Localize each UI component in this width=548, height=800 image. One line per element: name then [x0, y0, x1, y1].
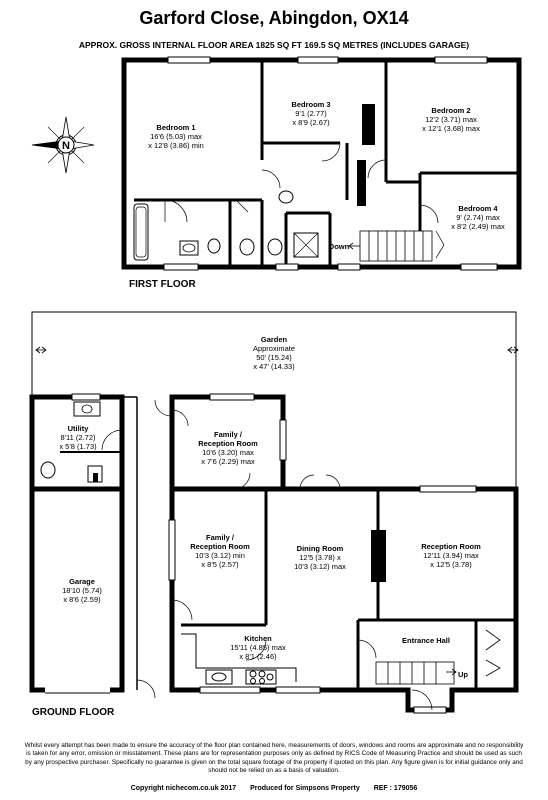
family-room-2-dim-1: 10'3 (3.12) min: [195, 551, 245, 560]
family-room-1-name: Family /: [214, 430, 243, 439]
dining-room-dim-2: 10'3 (3.12) max: [294, 562, 346, 571]
footer-ref: REF : 179056: [373, 785, 418, 792]
stairs-up-label: Up: [458, 670, 468, 679]
bedroom-4-dim-1: 9' (2.74) max: [456, 213, 500, 222]
ground-floor-label: GROUND FLOOR: [32, 707, 115, 718]
bedroom-3-dim-1: 9'1 (2.77): [295, 109, 327, 118]
garden-dim-2: 50' (15.24): [256, 353, 292, 362]
footer-produced: Produced for Simpsons Property: [250, 785, 360, 792]
dining-room-dim-1: 12'5 (3.78) x: [299, 553, 341, 562]
reception-room-dim-2: x 12'5 (3.78): [430, 560, 472, 569]
kitchen-dim-2: x 8'1 (2.46): [239, 652, 277, 661]
first-floor-plan: [121, 56, 522, 271]
family-room-2-dim-2: x 8'5 (2.57): [201, 560, 239, 569]
garden-dim-3: x 47' (14.33): [253, 362, 295, 371]
bedroom-3-name: Bedroom 3: [291, 100, 330, 109]
bedroom-1-dim-1: 16'6 (5.03) max: [150, 132, 202, 141]
garden-dim-1: Approximate: [253, 344, 295, 353]
ground-floor-plan: [29, 311, 519, 714]
dining-room-name: Dining Room: [297, 544, 344, 553]
plan-title: Garford Close, Abingdon, OX14: [139, 8, 409, 28]
floor-area-subtitle: APPROX. GROSS INTERNAL FLOOR AREA 1825 S…: [78, 40, 470, 50]
bedroom-3-dim-2: x 8'9 (2.67): [292, 118, 330, 127]
bedroom-1-name: Bedroom 1: [156, 123, 195, 132]
bedroom-4-name: Bedroom 4: [458, 204, 498, 213]
garden-name: Garden: [261, 335, 288, 344]
bedroom-4-dim-2: x 8'2 (2.49) max: [451, 222, 505, 231]
garage-dim-1: 18'10 (5.74): [62, 586, 102, 595]
disclaimer-text: Whilst every attempt has been made to en…: [24, 742, 524, 774]
kitchen-dim-1: 15'11 (4.85) max: [230, 643, 286, 652]
kitchen-name: Kitchen: [244, 634, 272, 643]
reception-room-name: Reception Room: [421, 542, 481, 551]
bedroom-2-dim-1: 12'2 (3.71) max: [425, 115, 477, 124]
family-room-2-name-2: Reception Room: [190, 542, 250, 551]
utility-name: Utility: [68, 424, 90, 433]
bedroom-2-name: Bedroom 2: [431, 106, 470, 115]
first-floor-label: FIRST FLOOR: [129, 279, 196, 290]
reception-room-dim-1: 12'11 (3.94) max: [423, 551, 479, 560]
garage-name: Garage: [69, 577, 95, 586]
compass-letter: N: [62, 140, 70, 152]
garage-dim-2: x 8'6 (2.59): [63, 595, 101, 604]
family-room-2-name: Family /: [206, 533, 235, 542]
family-room-1-dim-2: x 7'6 (2.29) max: [201, 457, 255, 466]
footer-copyright: Copyright nichecom.co.uk 2017: [130, 785, 237, 792]
entrance-hall-name: Entrance Hall: [402, 636, 450, 645]
utility-dim-1: 8'11 (2.72): [60, 433, 96, 442]
bedroom-2-dim-2: x 12'1 (3.68) max: [422, 124, 480, 133]
bedroom-1-dim-2: x 12'8 (3.86) min: [148, 141, 204, 150]
utility-dim-2: x 5'8 (1.73): [59, 442, 97, 451]
footer: Copyright nichecom.co.uk 2017 Produced f…: [0, 785, 548, 792]
compass-icon: N: [31, 116, 95, 174]
family-room-1-dim-1: 10'6 (3.20) max: [202, 448, 254, 457]
family-room-1-name-2: Reception Room: [198, 439, 258, 448]
stairs-down-label: Down: [329, 242, 350, 251]
